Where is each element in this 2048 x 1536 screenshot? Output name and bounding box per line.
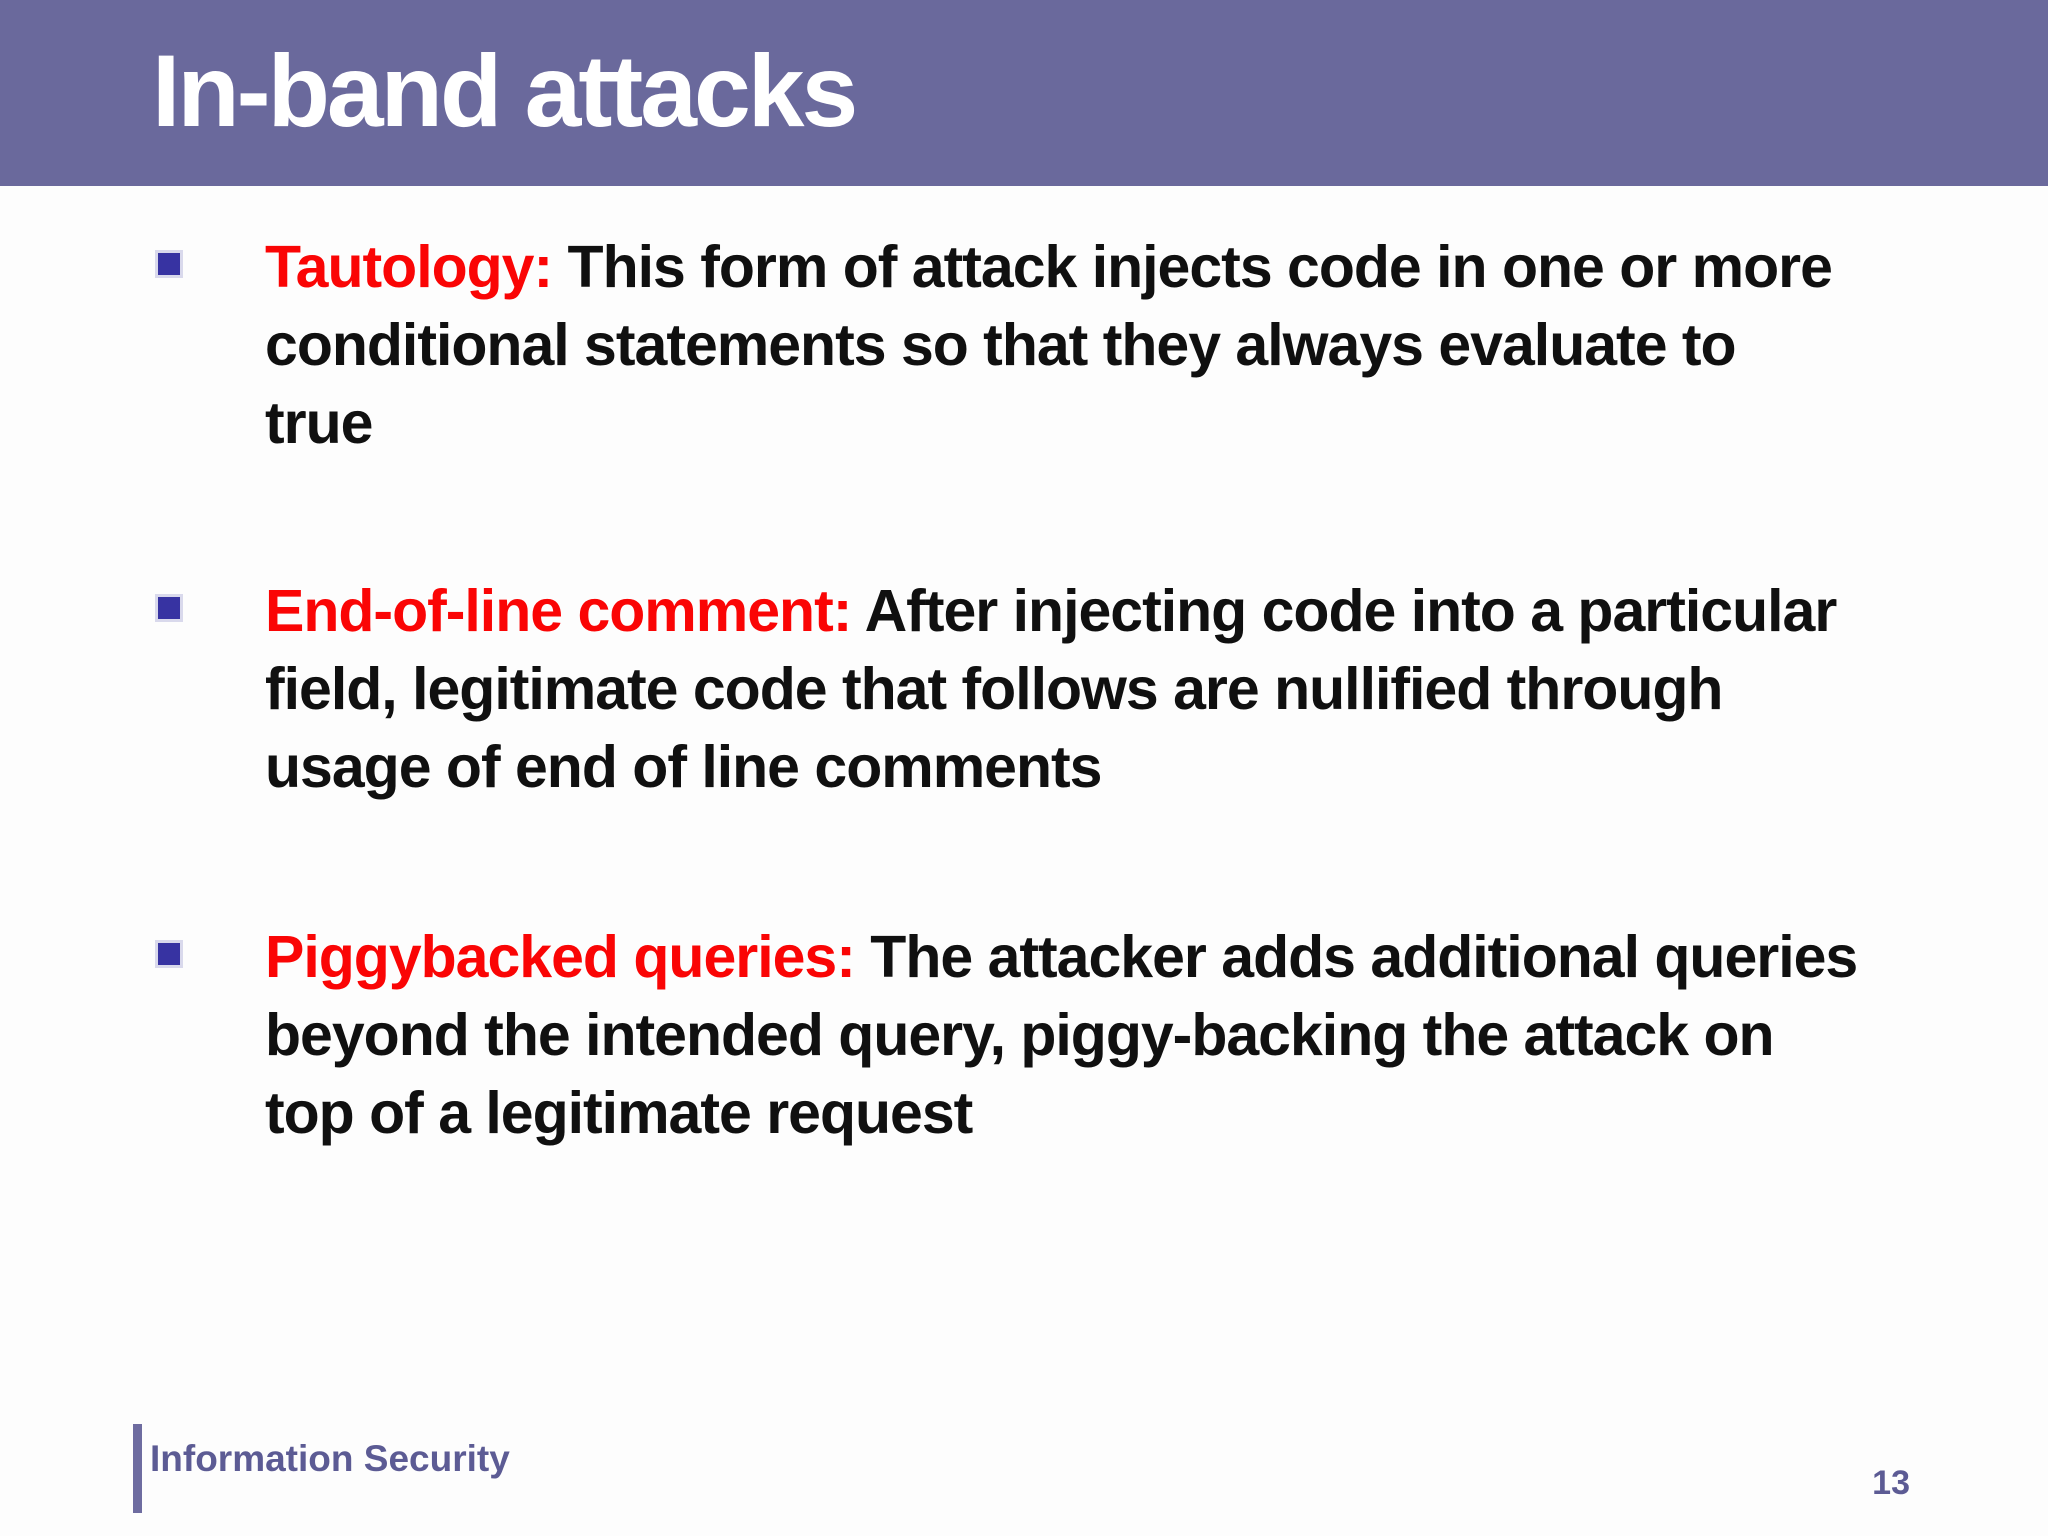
footer-course-label: Information Security — [150, 1438, 510, 1479]
bullet-body-text: This form of attack injects code in one … — [265, 234, 1833, 456]
bullet-item-tautology: Tautology: This form of attack injects c… — [155, 228, 1833, 462]
bullet-term: End-of-line comment: — [265, 578, 852, 644]
bullet-paragraph: Tautology: This form of attack injects c… — [265, 228, 1833, 462]
slide-title: In-band attacks — [152, 34, 858, 148]
bullet-square-icon — [155, 940, 183, 968]
bullet-item-piggybacked-queries: Piggybacked queries: The attacker adds a… — [155, 918, 1858, 1152]
bullet-paragraph: End-of-line comment: After injecting cod… — [265, 572, 1837, 806]
bullet-paragraph: Piggybacked queries: The attacker adds a… — [265, 918, 1858, 1152]
footer-accent-bar — [133, 1424, 142, 1513]
bullet-item-end-of-line-comment: End-of-line comment: After injecting cod… — [155, 572, 1837, 806]
page-number: 13 — [1872, 1464, 1910, 1502]
bullet-body-text: After injecting code into a particular f… — [265, 578, 1837, 800]
bullet-square-icon — [155, 250, 183, 278]
bullet-body-text: The attacker adds additional queries bey… — [265, 924, 1858, 1146]
bullet-term: Piggybacked queries: — [265, 924, 856, 990]
bullet-term: Tautology: — [265, 234, 553, 300]
slide-header: In-band attacks — [0, 0, 2048, 186]
bullet-square-icon — [155, 594, 183, 622]
